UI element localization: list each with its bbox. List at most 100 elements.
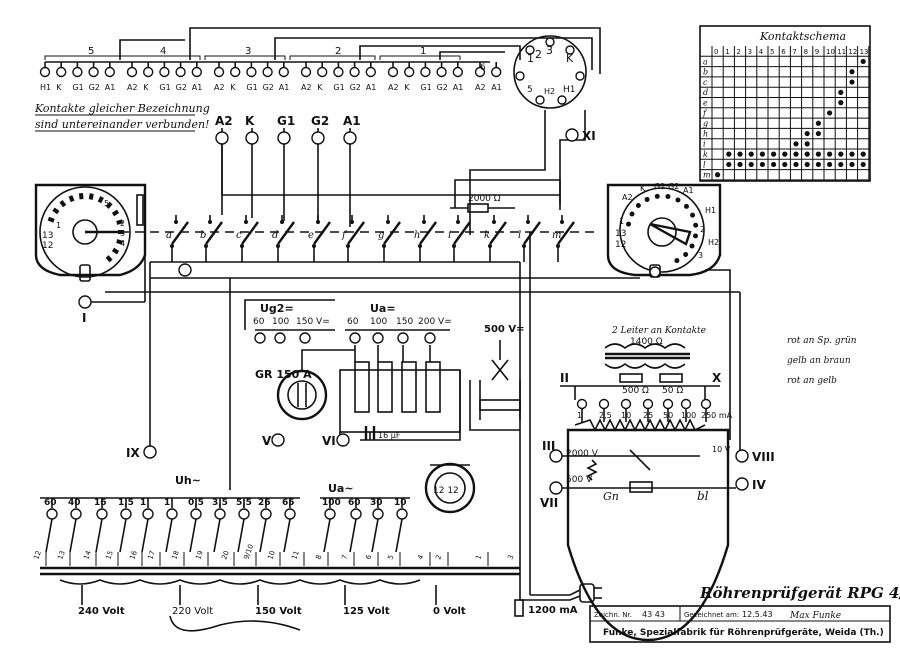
right-dial-3: 3	[698, 251, 703, 260]
meter-gn: Gn	[603, 490, 619, 503]
side-note-1: rot an Sp. grün	[787, 336, 857, 346]
switch-h: h	[414, 230, 420, 241]
right-dial-1: 1	[619, 217, 624, 226]
mid-pin-4	[343, 131, 357, 145]
top-pin-label: A1	[192, 83, 203, 92]
terminal-ix-label: IX	[126, 446, 140, 460]
group-label-5: 5	[88, 46, 94, 57]
table-row-e: e	[703, 99, 708, 108]
trafo-tap-number: 4	[416, 553, 425, 560]
mains-220: 220 Volt	[172, 606, 213, 617]
meter-top-note: 2 Leiter an Kontakte	[611, 326, 706, 336]
mains-125: 125 Volt	[343, 606, 390, 617]
top-pin-16	[317, 66, 328, 78]
table-row-b: b	[703, 68, 708, 77]
mid-pin-2	[277, 131, 291, 145]
uh-tap-2	[96, 508, 108, 520]
terminal-vi-label: VI	[322, 434, 336, 448]
capacitor-label: 16 µF	[378, 431, 401, 440]
top-pin-20	[387, 66, 399, 78]
ua-60: 60	[347, 317, 359, 327]
range-tap-2	[620, 398, 632, 410]
trafo-tap-number: 3	[506, 554, 515, 561]
range-label: 100	[681, 411, 696, 420]
uh-tap-label: 26	[258, 498, 271, 508]
top-pin-label: A2	[475, 83, 486, 92]
table-col-10: 10	[826, 48, 835, 56]
right-dial-g2: G2	[668, 182, 679, 191]
top-pin-14	[278, 66, 289, 78]
uh-tap-label: 3,5	[212, 498, 228, 508]
mid-pin-1	[245, 131, 259, 145]
table-col-0: 0	[714, 48, 718, 56]
mains-240: 240 Volt	[78, 606, 125, 617]
top-pin-label: G1	[72, 83, 83, 92]
uh-tap-5	[166, 508, 178, 520]
top-pin-22	[420, 66, 431, 78]
table-row-f: f	[702, 109, 708, 118]
range-label: 1	[577, 411, 582, 420]
terminal-iii-label: III	[542, 439, 555, 453]
signature: Max Funke	[789, 611, 841, 621]
socket-pin-5: 5	[527, 85, 533, 95]
table-col-7: 7	[792, 48, 796, 56]
top-pin-label: A2	[127, 83, 138, 92]
top-pin-label: A2	[301, 83, 312, 92]
left-dial-5: 5	[104, 199, 109, 208]
table-row-g: g	[703, 119, 708, 128]
range-label: 25	[643, 411, 653, 420]
top-pin-5	[126, 66, 138, 78]
top-pin-label: G2	[89, 83, 100, 92]
terminal-i: I	[78, 255, 146, 325]
table-col-9: 9	[815, 48, 819, 56]
resistor-2000	[467, 203, 489, 213]
switch-k: k	[484, 230, 490, 241]
device-title: Röhrenprüfgerät RPG 4/3.	[699, 584, 900, 602]
range-tap-6	[700, 398, 712, 410]
right-dial-a2: A2	[622, 193, 633, 202]
ua-150: 150	[396, 317, 413, 327]
ua-tap-2	[372, 508, 384, 520]
connection-note: Kontakte gleicher Bezeichnung sind unter…	[34, 102, 210, 132]
mains-plug	[520, 583, 602, 603]
note-line-1: Kontakte gleicher Bezeichnung	[34, 102, 210, 115]
range-tap-4	[662, 398, 674, 410]
terminal-i-label: I	[82, 311, 86, 325]
mid-pin-label: K	[245, 114, 255, 128]
top-pin-label: A2	[388, 83, 399, 92]
top-pin-7	[159, 66, 170, 78]
table-row-m: m	[703, 171, 711, 180]
right-dial-h1: H1	[705, 206, 716, 215]
table-col-1: 1	[725, 48, 729, 56]
table-row-l: l	[703, 160, 706, 169]
ua-ac-label: Ua~	[328, 482, 354, 495]
range-label: 2,5	[599, 411, 612, 420]
mains-taps: 240 Volt 220 Volt 150 Volt 125 Volt 0 Vo…	[59, 579, 578, 632]
meter-trans-ohm: 1400 Ω	[630, 337, 663, 347]
top-pin-label: K	[230, 83, 236, 92]
uh-tap-9	[260, 508, 272, 520]
rectifier-block: 16 µF	[339, 345, 521, 441]
ua-tap-label: 100	[322, 498, 341, 508]
top-pin-13	[262, 66, 273, 78]
top-pin-label: H1	[40, 83, 51, 92]
top-pin-18	[349, 66, 360, 78]
trafo-tap-number: 14	[82, 549, 93, 561]
table-col-11: 11	[837, 48, 846, 56]
top-pin-label: A2	[214, 83, 225, 92]
tube-socket-label: 12 12	[433, 486, 459, 496]
terminal-ii-label: II	[560, 371, 569, 385]
range-tap-5	[680, 398, 692, 410]
terminal-v: V	[262, 433, 285, 448]
top-pin-26	[491, 66, 502, 78]
uh-tap-label: 16	[94, 498, 107, 508]
top-pin-8	[175, 66, 186, 78]
trafo-tap-number: 17	[146, 550, 157, 561]
switch-g: g	[378, 230, 384, 241]
switch-l: l	[518, 230, 521, 241]
range-label: 10	[621, 411, 631, 420]
uh-tap-label: 0,5	[188, 498, 204, 508]
uh-tap-3	[120, 508, 132, 520]
